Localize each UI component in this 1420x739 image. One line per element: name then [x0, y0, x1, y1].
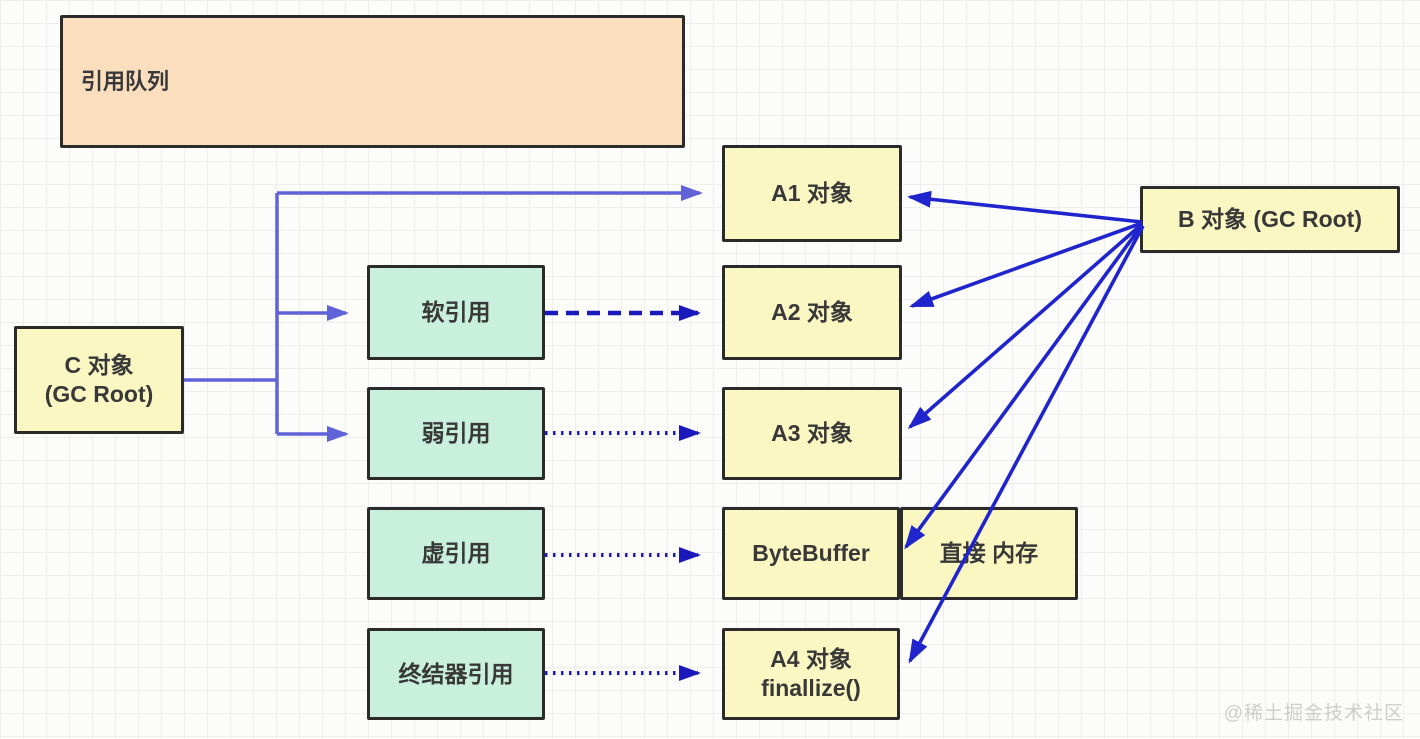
edge-b-to-a3	[907, 222, 1144, 429]
node-a3-object: A3 对象	[722, 387, 902, 480]
node-bytebuffer: ByteBuffer	[722, 507, 900, 600]
node-a4-object: A4 对象 finallize()	[722, 628, 900, 720]
node-a2-object: A2 对象	[722, 265, 902, 360]
node-soft-reference-label: 软引用	[421, 299, 491, 326]
node-a4-object-label-line1: A4 对象	[770, 646, 852, 673]
edge-b-to-a1	[907, 190, 1143, 224]
node-c-object-label-line2: (GC Root)	[44, 381, 154, 407]
node-b-object-label: B 对象 (GC Root)	[1178, 206, 1362, 233]
node-a3-object-label: A3 对象	[771, 420, 853, 447]
edge-b-to-a2	[909, 221, 1143, 308]
node-bytebuffer-label: ByteBuffer	[752, 540, 870, 567]
watermark: @稀土掘金技术社区	[1223, 703, 1404, 724]
node-reference-queue-label: 引用队列	[81, 68, 170, 94]
node-direct-memory-label: 直接 内存	[939, 540, 1039, 567]
node-b-object: B 对象 (GC Root)	[1140, 186, 1400, 253]
node-weak-reference: 弱引用	[367, 387, 545, 480]
node-a1-object: A1 对象	[722, 145, 902, 242]
node-a2-object-label: A2 对象	[771, 299, 853, 326]
node-c-object-label-line1: C 对象	[64, 352, 134, 379]
node-a4-object-label-line2: finallize()	[761, 675, 861, 701]
node-phantom-reference: 虚引用	[367, 507, 545, 600]
node-finalizer-reference-label: 终结器引用	[398, 660, 514, 687]
node-a1-object-label: A1 对象	[771, 180, 853, 207]
node-soft-reference: 软引用	[367, 265, 545, 360]
node-reference-queue: 引用队列	[60, 15, 685, 148]
node-phantom-reference-label: 虚引用	[421, 540, 491, 567]
node-direct-memory: 直接 内存	[900, 507, 1078, 600]
node-finalizer-reference: 终结器引用	[367, 628, 545, 720]
node-c-object: C 对象 (GC Root)	[14, 326, 184, 434]
node-weak-reference-label: 弱引用	[421, 420, 491, 447]
edge-b-to-bytebuffer	[904, 223, 1144, 550]
